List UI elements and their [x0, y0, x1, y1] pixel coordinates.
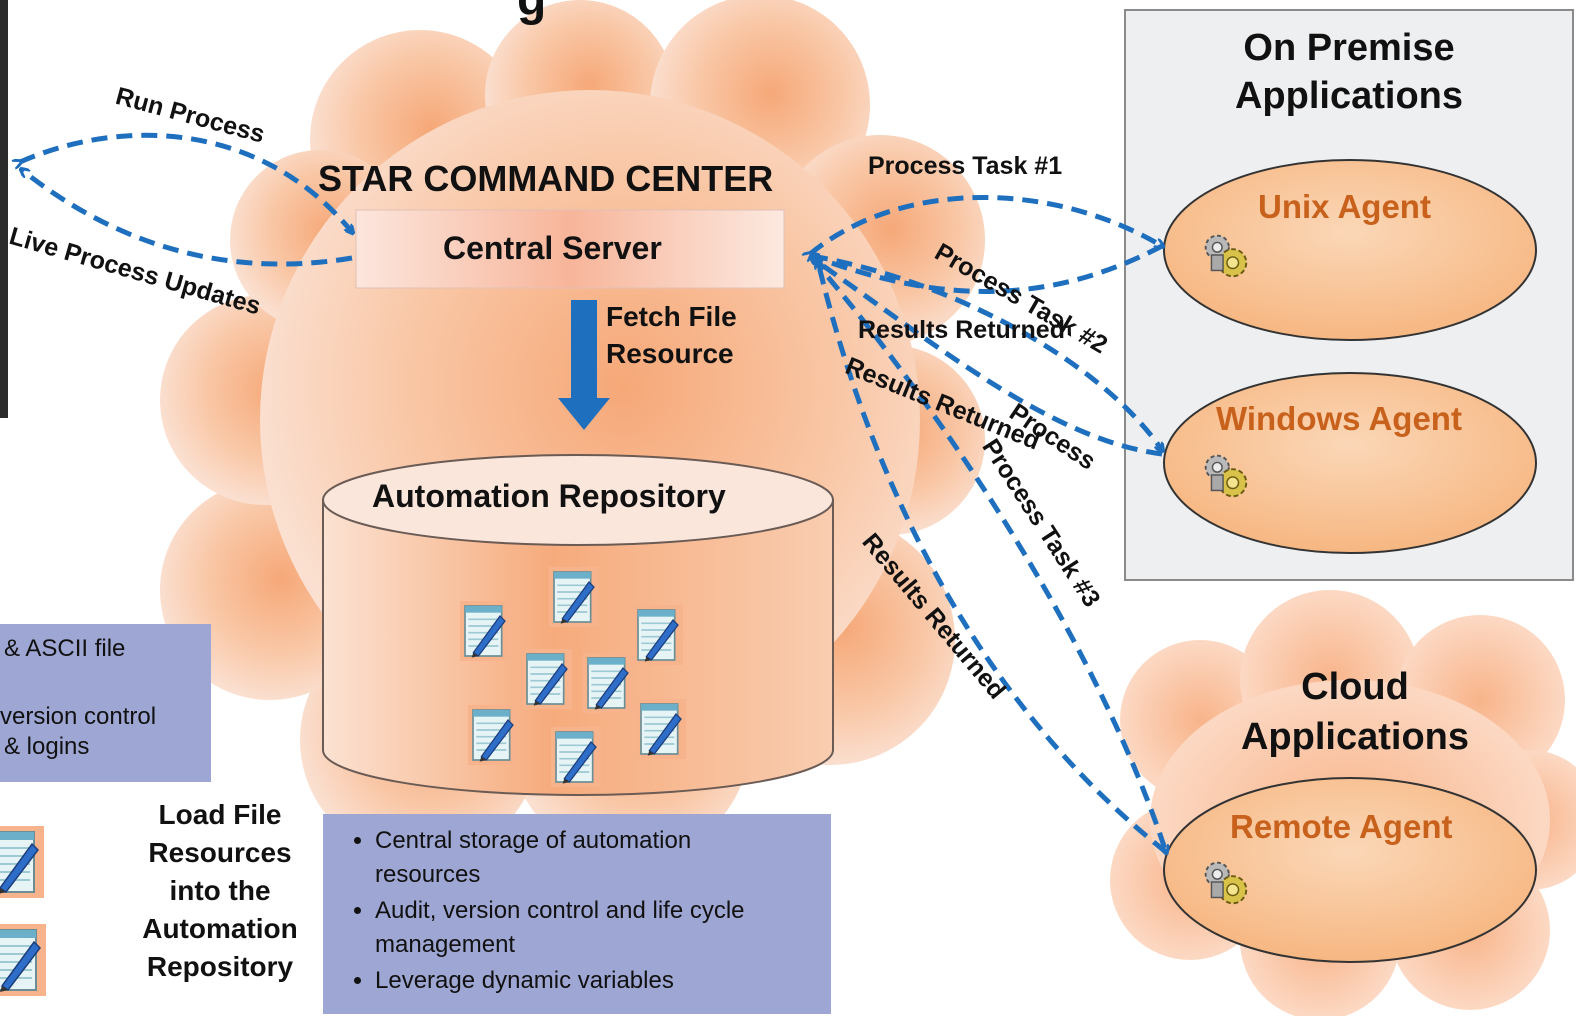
- task1-label: Process Task #1: [868, 152, 1063, 180]
- load-resources-label: Load File Resources into the Automation …: [120, 796, 320, 986]
- command-center-title: STAR COMMAND CENTER: [318, 158, 774, 199]
- central-server-label[interactable]: Central Server: [443, 230, 662, 266]
- list-item: Central storage of automation resources: [375, 824, 803, 892]
- on-premise-title-line2: Applications: [1234, 75, 1464, 117]
- fetch-label: Fetch File Resource: [606, 298, 737, 372]
- repository-label[interactable]: Automation Repository: [372, 478, 726, 514]
- load-line2: Resources: [148, 837, 292, 868]
- file-resource-icon: [633, 604, 683, 666]
- cloud-title: Cloud Applications: [1180, 662, 1530, 762]
- run-process-arrow: [20, 132, 352, 232]
- on-premise-title: On Premise Applications: [1125, 24, 1573, 120]
- fetch-label-line1: Fetch File: [606, 301, 737, 332]
- left-info-line2: version control: [0, 703, 157, 730]
- task3-arrow: [810, 256, 1166, 852]
- repository-info-text: Central storage of automation resources …: [323, 824, 803, 1000]
- list-item: Audit, version control and life cycle ma…: [375, 894, 803, 962]
- file-resource-icon: [583, 652, 633, 714]
- live-updates-arrow: [22, 170, 353, 267]
- windows-agent-label[interactable]: Windows Agent: [1216, 400, 1462, 437]
- load-line5: Repository: [146, 951, 294, 982]
- left-info-line1: & ASCII file: [4, 635, 126, 662]
- file-resource-icon: [549, 566, 599, 628]
- load-line4: Automation: [142, 913, 298, 944]
- file-resource-icon: [0, 924, 46, 996]
- repository-info-box: [323, 814, 831, 1014]
- load-line3: into the: [169, 875, 271, 906]
- left-info-box: [0, 624, 211, 782]
- central-server-box[interactable]: [355, 209, 785, 289]
- results1-arrow: [812, 243, 1164, 294]
- fetch-arrow: [558, 300, 610, 430]
- load-line1: Load File: [158, 799, 282, 830]
- unix-agent-label[interactable]: Unix Agent: [1258, 188, 1431, 225]
- on-premise-title-line1: On Premise: [1243, 27, 1455, 69]
- results1-label: Results Returned: [858, 316, 1065, 344]
- file-resource-icon: [551, 726, 601, 788]
- file-resource-icon: [468, 704, 518, 766]
- task1-arrow: [810, 195, 1162, 254]
- remote-agent-label[interactable]: Remote Agent: [1230, 808, 1453, 845]
- fetch-label-line2: Resource: [606, 338, 734, 369]
- automation-repository-cylinder[interactable]: [322, 454, 834, 796]
- cloud-title-line2: Applications: [1240, 716, 1470, 758]
- left-info-line3: & logins: [4, 733, 90, 760]
- file-resource-icon: [0, 826, 44, 898]
- task2-arrow: [811, 253, 1162, 450]
- cloud-title-line1: Cloud: [1301, 666, 1409, 708]
- left-device-edge: [0, 0, 8, 418]
- list-item: Leverage dynamic variables: [375, 964, 803, 998]
- remote-agent-ellipse[interactable]: [1163, 777, 1537, 963]
- results3-arrow: [818, 262, 1168, 854]
- file-resource-icon: [460, 600, 510, 662]
- results2-arrow: [812, 258, 1163, 457]
- left-info-text: & ASCII file version control & logins: [0, 632, 211, 764]
- file-resource-icon: [636, 698, 686, 760]
- page-title-fragment: g: [517, 0, 546, 27]
- windows-agent-ellipse[interactable]: [1163, 372, 1537, 554]
- file-resource-icon: [522, 648, 572, 710]
